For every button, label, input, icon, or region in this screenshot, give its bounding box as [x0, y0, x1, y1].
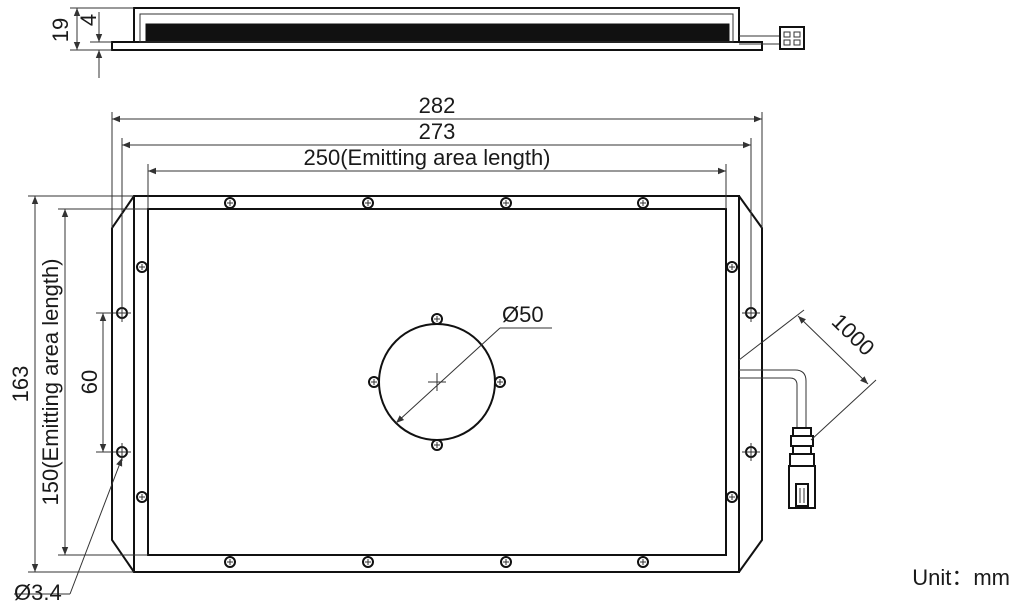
- dim-height-emitting: 150(Emitting area length): [38, 258, 63, 505]
- cable-connector: [788, 465, 816, 509]
- dim-width-inner: 273: [419, 119, 456, 144]
- dim-width-overall: 282: [419, 93, 456, 118]
- dim-side-thickness: 4: [76, 14, 101, 26]
- dim-cable-length: 1000: [827, 309, 880, 361]
- dim-center-hole-diameter: Ø50: [502, 302, 544, 327]
- front-view: [14, 112, 877, 595]
- dim-hole-spacing: 60: [77, 370, 102, 394]
- dim-width-emitting: 250(Emitting area length): [303, 145, 550, 170]
- emitting-area: [147, 208, 727, 556]
- emitter-strip: [145, 23, 730, 42]
- dim-hole-diameter: Ø3.4: [14, 580, 62, 605]
- side-connector: [779, 26, 805, 50]
- center-hole: [368, 313, 552, 451]
- dim-side-total-height: 19: [48, 18, 73, 42]
- frame-screws: [136, 197, 738, 568]
- side-view: [70, 7, 805, 78]
- unit-label: Unit：mm: [912, 565, 1010, 590]
- dim-height-overall: 163: [8, 366, 33, 403]
